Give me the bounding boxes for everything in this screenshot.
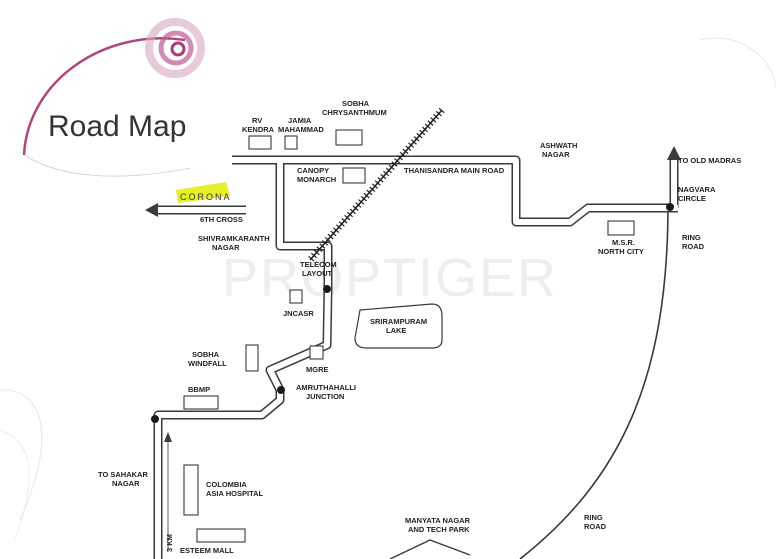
columbia-box xyxy=(183,464,199,516)
watermark: PROPTIGER xyxy=(222,248,558,308)
jncasr-label: JNCASR xyxy=(283,309,314,318)
telecom-junction-dot xyxy=(323,285,331,293)
lake-outline xyxy=(354,303,443,349)
canopy-monarch-box xyxy=(342,167,366,184)
railway-line xyxy=(307,107,445,263)
bbmp-label: BBMP xyxy=(188,385,210,394)
sobha-windfall-box xyxy=(245,344,259,372)
distance-label: 3 KM xyxy=(165,534,174,552)
rv-kendra-box xyxy=(248,135,272,150)
distance-arrow xyxy=(164,432,172,442)
sobha-chrysanthmum-box xyxy=(335,129,363,146)
old-madras-label: TO OLD MADRAS xyxy=(678,156,741,165)
corona-project-marker: CORONA xyxy=(176,182,232,203)
msr-label: M.S.R.NORTH CITY xyxy=(598,238,644,256)
mgre-box xyxy=(309,345,324,360)
mgre-label: MGRE xyxy=(306,365,329,374)
jamia-box xyxy=(284,135,298,150)
corona-label: CORONA xyxy=(180,192,232,202)
junctions xyxy=(151,203,674,423)
decorative-swirl xyxy=(0,18,776,541)
sixth-cross-label: 6TH CROSS xyxy=(200,215,243,224)
msr-box xyxy=(607,220,635,236)
nagvara-circle-dot xyxy=(666,203,674,211)
ring-road xyxy=(519,204,669,559)
amruthahalli-junction-dot xyxy=(277,386,285,394)
jncasr-box xyxy=(289,289,303,304)
thanisandra-label: THANISANDRA MAIN ROAD xyxy=(404,166,505,175)
corona-direction-arrow xyxy=(145,203,158,217)
esteem-label: ESTEEM MALL xyxy=(180,546,234,555)
sahakar-junction-dot xyxy=(151,415,159,423)
bbmp-box xyxy=(183,395,219,410)
old-madras-arrow xyxy=(667,146,681,160)
esteem-box xyxy=(196,528,246,543)
manyata-gate xyxy=(389,539,471,559)
page-title: Road Map xyxy=(48,110,186,143)
